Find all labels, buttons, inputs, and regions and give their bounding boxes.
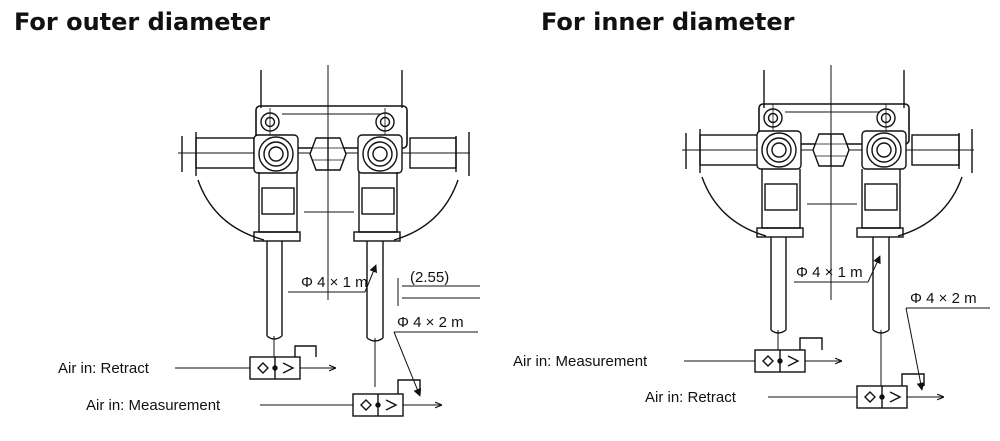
air-in-label-lower: Air in: Retract <box>645 389 737 406</box>
tube-long-label: Φ 4 × 2 m <box>910 290 977 307</box>
port-fitting-icon <box>357 134 403 174</box>
outer-diameter-diagram <box>175 65 480 417</box>
valve-symbol-icon <box>352 379 421 417</box>
valve-symbol-icon <box>249 345 317 380</box>
screw-icon <box>375 108 395 136</box>
panel-title-inner: For inner diameter <box>541 8 795 36</box>
gap-dimension-label: (2.55) <box>410 269 449 286</box>
panel-title-outer: For outer diameter <box>14 8 271 36</box>
air-in-label-upper: Air in: Measurement <box>513 353 648 370</box>
inner-diameter-diagram <box>682 65 990 409</box>
valve-symbol-icon <box>754 337 823 373</box>
screw-icon <box>763 104 783 132</box>
tube-short-label: Φ 4 × 1 m <box>796 264 863 281</box>
port-fitting-icon <box>756 130 802 170</box>
tube-short-label: Φ 4 × 1 m <box>301 274 368 291</box>
air-in-label-upper: Air in: Retract <box>58 360 150 377</box>
nut-icon <box>812 133 850 167</box>
screw-icon <box>876 104 896 132</box>
screw-icon <box>260 108 280 136</box>
nut-icon <box>309 137 347 171</box>
valve-symbol-icon <box>856 373 925 409</box>
port-fitting-icon <box>861 130 907 170</box>
port-fitting-icon <box>253 134 299 174</box>
air-in-label-lower: Air in: Measurement <box>86 397 221 414</box>
tube-long-label: Φ 4 × 2 m <box>397 314 464 331</box>
